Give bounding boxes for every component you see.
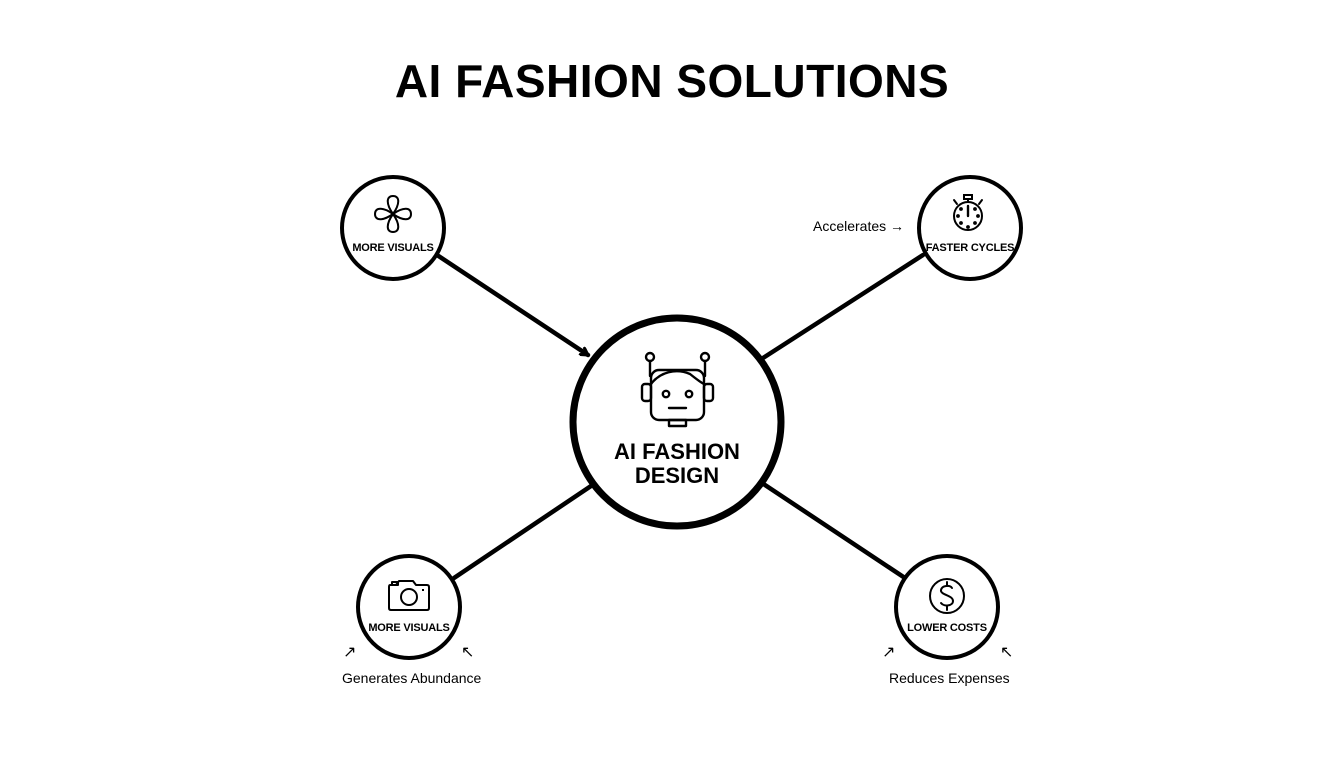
center-label-line2: DESIGN xyxy=(634,463,720,488)
arrow-up-left-icon: ↖ xyxy=(1000,644,1014,661)
annotation-text: Accelerates xyxy=(813,218,887,234)
camera-icon xyxy=(388,580,430,611)
annotation-generates-abundance: Generates Abundance xyxy=(342,670,482,686)
node-label-top-right: FASTER CYCLES xyxy=(925,242,1015,254)
node-label-bottom-left: MORE VISUALS xyxy=(368,622,450,634)
annotation-accelerates: Accelerates → xyxy=(813,219,904,233)
node-circle-top-right xyxy=(917,175,1023,281)
center-node-circle xyxy=(569,314,785,530)
node-label-top-left: MORE VISUALS xyxy=(352,242,434,254)
node-circle-bottom-left xyxy=(356,554,462,660)
arrow-up-right-icon: ↗ xyxy=(882,644,896,661)
stopwatch-icon xyxy=(953,194,983,231)
dollar-icon xyxy=(929,578,965,614)
diagram-title: AI FASHION SOLUTIONS xyxy=(394,55,950,107)
node-circle-top-left xyxy=(340,175,446,281)
connector-bottom-right xyxy=(762,482,908,581)
center-label-line1: AI FASHION xyxy=(614,439,740,464)
arrow-up-right-icon: ↗ xyxy=(343,644,357,661)
connector-top-right xyxy=(760,252,926,361)
flower-icon xyxy=(373,194,413,234)
connector-top-left xyxy=(434,252,591,358)
arrow-up-left-icon: ↖ xyxy=(461,644,475,661)
center-node-label: AI FASHION DESIGN xyxy=(577,440,777,488)
connector-bottom-left xyxy=(451,483,594,581)
robot-icon xyxy=(640,351,715,428)
annotation-reduces-expenses: Reduces Expenses xyxy=(889,670,1010,686)
node-label-bottom-right: LOWER COSTS xyxy=(907,622,987,634)
arrow-right-icon: → xyxy=(890,218,905,234)
